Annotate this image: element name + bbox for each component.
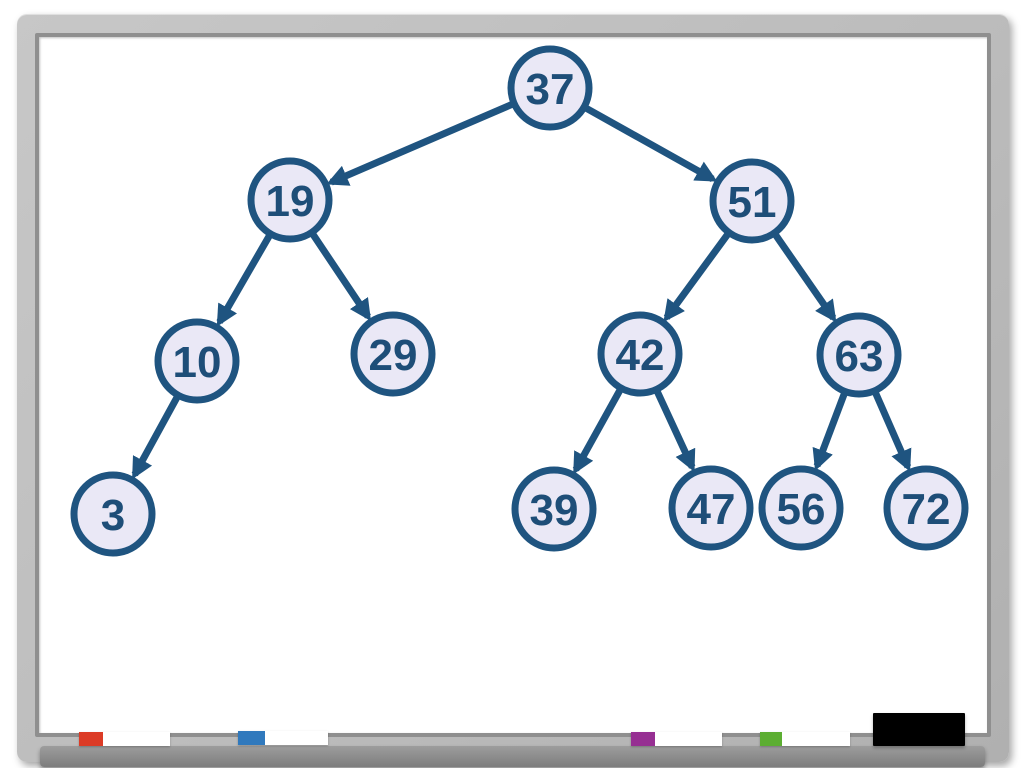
node-circle-51 bbox=[709, 158, 795, 244]
tree-node-51: 51 bbox=[709, 158, 795, 244]
node-label-63: 63 bbox=[835, 332, 884, 381]
tree-edge-51-42 bbox=[663, 231, 732, 323]
node-label-42: 42 bbox=[616, 331, 665, 380]
node-circle-72 bbox=[883, 465, 969, 551]
node-circle-63 bbox=[816, 312, 902, 398]
tree-edge-37-19 bbox=[326, 100, 515, 186]
node-circle-42 bbox=[597, 311, 683, 397]
node-circle-37 bbox=[507, 45, 593, 131]
node-label-47: 47 bbox=[687, 485, 736, 534]
tree-node-63: 63 bbox=[816, 312, 902, 398]
node-circle-56 bbox=[758, 465, 844, 551]
node-label-3: 3 bbox=[101, 491, 125, 540]
purple-marker-cap bbox=[631, 732, 655, 746]
node-label-39: 39 bbox=[530, 486, 579, 535]
tree-node-37: 37 bbox=[507, 45, 593, 131]
tree-edge-19-10 bbox=[216, 232, 274, 327]
tree-node-56: 56 bbox=[758, 465, 844, 551]
purple-marker-body bbox=[655, 732, 722, 746]
node-label-19: 19 bbox=[266, 177, 315, 226]
tree-edge-37-51 bbox=[583, 104, 718, 183]
node-label-56: 56 bbox=[777, 485, 826, 534]
marker-tray bbox=[40, 746, 985, 767]
blue-marker-cap bbox=[238, 731, 265, 745]
tree-node-10: 10 bbox=[154, 318, 240, 404]
tree-edge-63-72 bbox=[871, 390, 912, 472]
tree-node-72: 72 bbox=[883, 465, 969, 551]
tree-edge-42-47 bbox=[653, 388, 696, 473]
node-circle-3 bbox=[70, 471, 156, 557]
tree-node-39: 39 bbox=[511, 466, 597, 552]
node-circle-10 bbox=[154, 318, 240, 404]
node-circle-29 bbox=[350, 311, 436, 397]
blue-marker bbox=[238, 731, 328, 745]
red-marker-cap bbox=[79, 732, 103, 746]
tree-node-29: 29 bbox=[350, 311, 436, 397]
node-label-51: 51 bbox=[728, 178, 777, 227]
red-marker-body bbox=[103, 732, 170, 746]
node-circle-39 bbox=[511, 466, 597, 552]
tree-node-47: 47 bbox=[668, 465, 754, 551]
tree-edge-51-63 bbox=[771, 231, 837, 323]
tree-edge-42-39 bbox=[572, 387, 624, 475]
purple-marker bbox=[631, 732, 722, 746]
red-marker bbox=[79, 732, 170, 746]
tree-edge-63-56 bbox=[812, 391, 849, 471]
green-marker-cap bbox=[760, 732, 782, 746]
blue-marker-body bbox=[265, 731, 328, 745]
node-circle-19 bbox=[247, 157, 333, 243]
tree-nodes: 37 19 51 10 29 42 63 3 39 47 56 72 bbox=[70, 45, 969, 557]
green-marker-body bbox=[782, 732, 850, 746]
tree-edge-10-3 bbox=[131, 394, 181, 480]
tree-edge-19-29 bbox=[309, 231, 372, 322]
node-label-10: 10 bbox=[173, 338, 222, 387]
eraser bbox=[873, 713, 965, 746]
tree-edges bbox=[131, 100, 912, 480]
tree-node-3: 3 bbox=[70, 471, 156, 557]
tree-node-42: 42 bbox=[597, 311, 683, 397]
green-marker bbox=[760, 732, 850, 746]
node-label-72: 72 bbox=[902, 485, 951, 534]
node-label-37: 37 bbox=[526, 65, 575, 114]
node-label-29: 29 bbox=[369, 331, 418, 380]
node-circle-47 bbox=[668, 465, 754, 551]
tree-node-19: 19 bbox=[247, 157, 333, 243]
